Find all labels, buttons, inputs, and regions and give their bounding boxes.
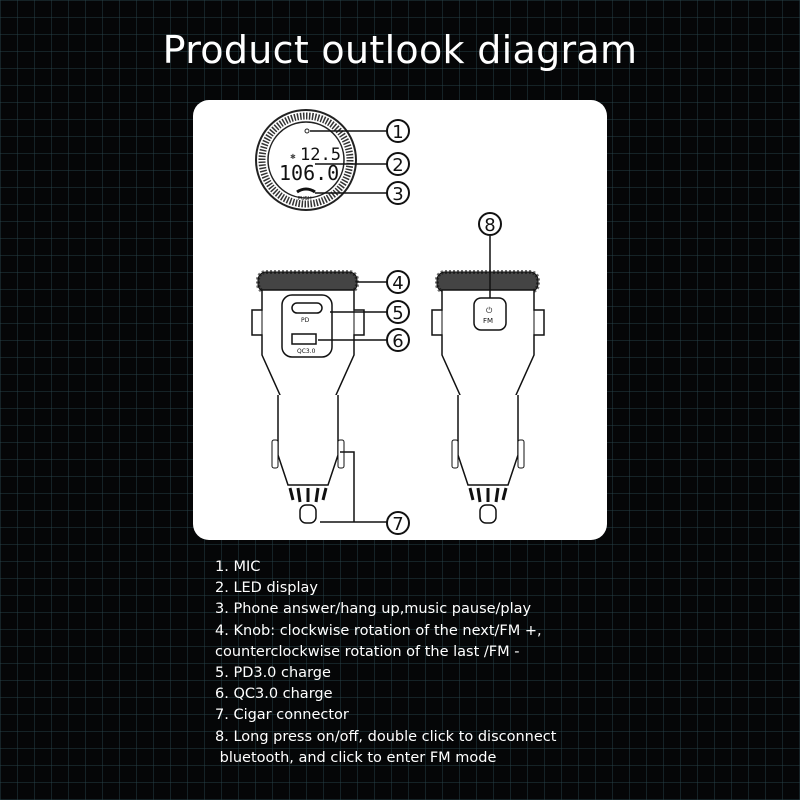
body-seams — [261, 290, 355, 355]
legend-item: 7. Cigar connector — [215, 707, 349, 724]
legend-item: counterclockwise rotation of the last /F… — [215, 643, 520, 660]
legend-item: 1. MIC — [215, 559, 261, 575]
back-view: ⏻ FM — [431, 236, 545, 524]
plug-ridges — [288, 487, 328, 503]
fm-button-label: FM — [483, 317, 493, 325]
side-contact-left — [451, 439, 459, 469]
knob — [436, 271, 539, 293]
mic-hole — [304, 128, 310, 134]
leader-line-7 — [320, 451, 387, 523]
display-small: 12.5 — [300, 145, 341, 165]
legend-item: bluetooth, and click to enter FM mode — [215, 749, 497, 766]
callout-circle — [386, 270, 410, 294]
plug-tip — [479, 504, 497, 524]
legend-item: 3. Phone answer/hang up,music pause/play — [215, 601, 532, 618]
callout-circle — [386, 328, 410, 352]
callout-2: 2 — [386, 152, 410, 176]
callout-7: 7 — [386, 511, 410, 535]
side-contact-right — [517, 439, 525, 469]
pd-port-label: PD — [301, 317, 310, 324]
callout-8: 8 — [478, 212, 502, 236]
cigar-plug — [457, 395, 519, 486]
knob-knurling — [258, 112, 354, 208]
callout-4: 4 — [386, 270, 410, 294]
display-large: 106.0 — [279, 161, 339, 185]
phone-icon — [296, 187, 316, 194]
callout-number: 5 — [392, 303, 403, 324]
diagram-card: ✱ 12.5 106.0 PUSH PD QC3.0 — [193, 100, 607, 540]
body-seams — [441, 290, 535, 355]
feature-legend: 1. MIC 2. LED display 3. Phone answer/ha… — [215, 557, 556, 769]
callout-circle — [386, 511, 410, 535]
callout-circle — [386, 152, 410, 176]
callout-circle — [478, 212, 502, 236]
callout-number: 3 — [392, 184, 403, 205]
diagram-content: ✱ 12.5 106.0 PUSH PD QC3.0 — [251, 109, 545, 535]
legend-item: 5. PD3.0 charge — [215, 665, 331, 682]
bluetooth-icon: ✱ — [290, 153, 296, 161]
callout-number: 2 — [392, 155, 403, 176]
push-label: PUSH — [298, 196, 312, 202]
knob — [257, 271, 358, 293]
power-icon: ⏻ — [486, 306, 493, 315]
callout-number: 4 — [392, 273, 403, 294]
usb-a-port — [291, 333, 317, 345]
plug-tip — [299, 504, 317, 524]
callout-number: 6 — [392, 331, 403, 352]
front-view: PD QC3.0 — [251, 270, 387, 524]
plug-ridges — [468, 487, 508, 503]
callout-number: 7 — [392, 514, 403, 535]
callout-3: 3 — [386, 181, 410, 205]
callout-1: 1 — [386, 119, 410, 143]
usb-c-port — [291, 302, 323, 314]
callout-number: 8 — [484, 215, 495, 236]
callout-circle — [386, 300, 410, 324]
qc-port-label: QC3.0 — [297, 348, 316, 355]
legend-item: 2. LED display — [215, 580, 318, 597]
page-title: Product outlook diagram — [162, 28, 638, 72]
callout-number: 1 — [392, 122, 403, 143]
cigar-plug — [277, 395, 339, 486]
side-contact-right — [337, 439, 345, 469]
top-view: ✱ 12.5 106.0 PUSH — [255, 109, 387, 211]
callout-circle — [386, 181, 410, 205]
callout-6: 6 — [386, 328, 410, 352]
legend-item: 4. Knob: clockwise rotation of the next/… — [215, 622, 542, 639]
callout-5: 5 — [386, 300, 410, 324]
display-face — [267, 121, 345, 199]
side-contact-left — [271, 439, 279, 469]
legend-item: 8. Long press on/off, double click to di… — [215, 728, 557, 745]
knob-outer-ring — [255, 109, 357, 211]
callout-circle — [386, 119, 410, 143]
product-diagram: ✱ 12.5 106.0 PUSH PD QC3.0 — [251, 109, 545, 535]
legend-item: 6. QC3.0 charge — [215, 686, 333, 703]
